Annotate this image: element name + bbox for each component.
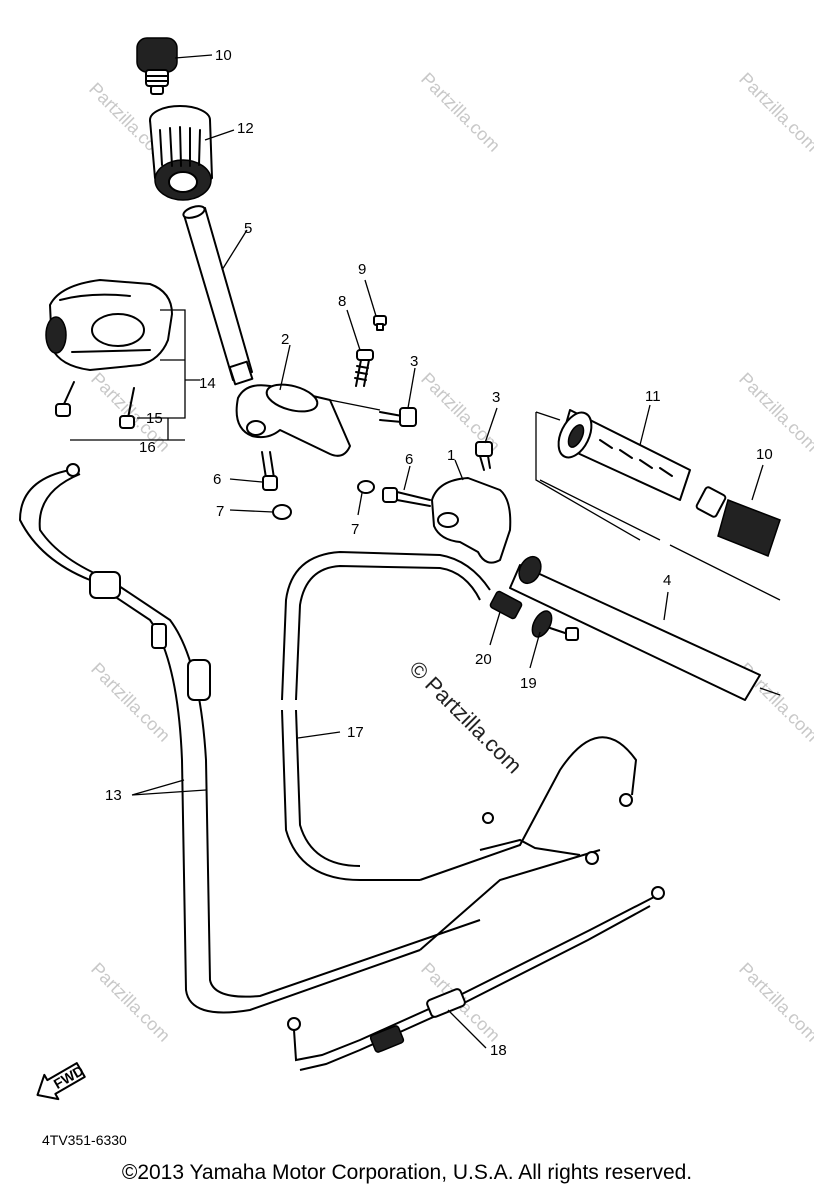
fwd-arrow-icon: FWD — [36, 1062, 87, 1101]
part-bar-end-top — [136, 37, 178, 95]
part-holder-left — [235, 383, 351, 457]
callout-4: 4 — [663, 572, 671, 589]
callout-7-left: 7 — [216, 503, 224, 520]
part-handlebar-left — [182, 205, 254, 386]
callout-2: 2 — [281, 331, 289, 348]
diagram-code: 4TV351-6330 — [42, 1132, 127, 1148]
part-holder-right — [431, 477, 512, 564]
part-bolt-6-right — [382, 487, 431, 507]
callout-10-top: 10 — [215, 47, 232, 64]
callout-6-right: 6 — [405, 451, 413, 468]
part-adjuster-20 — [489, 590, 523, 620]
watermark: Partzilla.com — [735, 959, 814, 1046]
callout-1: 1 — [447, 447, 455, 464]
callout-16: 16 — [139, 439, 156, 456]
callout-19: 19 — [520, 675, 537, 692]
watermark: Partzilla.com — [735, 69, 814, 156]
part-throttle-grip — [149, 105, 213, 201]
callout-18: 18 — [490, 1042, 507, 1059]
part-bar-end-right — [695, 486, 781, 557]
watermark: Partzilla.com — [87, 959, 174, 1046]
watermark: Partzilla.com — [87, 659, 174, 746]
part-nut-7-right — [357, 480, 375, 494]
callout-6-left: 6 — [213, 471, 221, 488]
callout-20: 20 — [475, 651, 492, 668]
callout-17: 17 — [347, 724, 364, 741]
watermark: Partzilla.com — [417, 69, 504, 156]
callout-11: 11 — [645, 388, 661, 405]
parts-diagram: Partzilla.com Partzilla.com Partzilla.co… — [18, 37, 814, 1148]
part-grip-right — [557, 409, 691, 501]
leader-lines — [70, 54, 764, 1049]
callout-15: 15 — [146, 410, 163, 427]
part-screw-9 — [373, 315, 387, 331]
cable-17 — [281, 550, 638, 881]
fwd-label: FWD — [51, 1062, 87, 1092]
cable-13 — [18, 463, 601, 1014]
callout-7-right: 7 — [351, 521, 359, 538]
copyright-notice: ©2013 Yamaha Motor Corporation, U.S.A. A… — [121, 1161, 693, 1184]
callout-8: 8 — [338, 293, 346, 310]
part-bolt-6-left — [261, 451, 278, 491]
callout-12: 12 — [237, 120, 254, 137]
watermark-center: © Partzilla.com — [404, 656, 527, 779]
callout-labels: 10 12 5 9 8 2 3 14 15 16 6 7 3 1 6 7 11 … — [105, 47, 773, 1059]
part-bolt-3-right — [475, 441, 493, 471]
part-bolt-3-left — [379, 407, 417, 427]
part-switch-housing — [45, 279, 173, 371]
callout-10-right: 10 — [756, 446, 773, 463]
guide-lines — [329, 399, 781, 696]
callout-5: 5 — [244, 220, 252, 237]
watermark: Partzilla.com — [735, 369, 814, 456]
part-screw-15 — [119, 387, 135, 429]
part-handlebar-right — [509, 555, 761, 701]
part-screw-8 — [354, 349, 374, 387]
callout-13: 13 — [105, 787, 122, 804]
part-nut-7-left — [272, 504, 292, 520]
callout-9: 9 — [358, 261, 366, 278]
part-screw-19 — [531, 610, 579, 641]
callout-14: 14 — [199, 375, 216, 392]
callout-3-right: 3 — [492, 389, 500, 406]
callout-3-left: 3 — [410, 353, 418, 370]
cable-18 — [287, 886, 665, 1071]
part-screw-16 — [55, 381, 75, 417]
